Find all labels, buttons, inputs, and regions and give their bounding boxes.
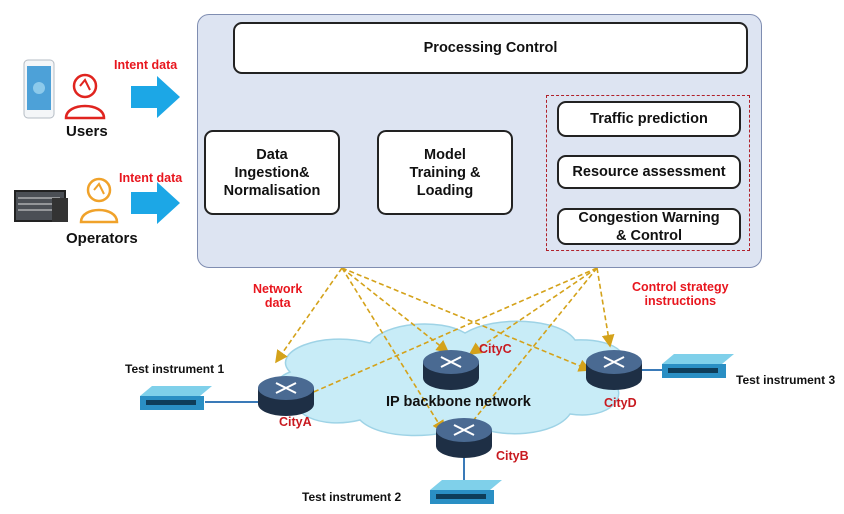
ip-backbone-label: IP backbone network [386, 394, 531, 410]
model-training-box: Model Training & Loading [377, 130, 513, 215]
control-strategy-label: Control strategy instructions [632, 280, 729, 308]
intent-data-operators: Intent data [119, 171, 183, 185]
router-icon [586, 350, 642, 390]
city-a-label: CityA [279, 415, 312, 429]
router-icon [258, 376, 314, 416]
data-ingestion-line-3: Normalisation [223, 182, 321, 199]
model-training-line-1: Model [424, 146, 466, 163]
network-data-line-2: data [264, 296, 291, 310]
city-c-label: CityC [479, 342, 512, 356]
test-instrument-icon [662, 354, 734, 378]
processing-control-box: Processing Control [233, 22, 748, 74]
intent-data-users: Intent data [114, 58, 178, 72]
traffic-prediction-box: Traffic prediction [557, 101, 741, 137]
control-strategy-line-2: instructions [644, 294, 717, 308]
traffic-prediction-label: Traffic prediction [590, 111, 708, 127]
test-instrument-icon [140, 386, 212, 410]
test-instrument-3-label: Test instrument 3 [736, 373, 836, 387]
smartphone-icon [23, 59, 55, 119]
prediction-group-border [546, 95, 750, 251]
test-instrument-icon [430, 480, 502, 504]
network-data-line-1: Network [253, 282, 303, 296]
city-d-label: CityD [604, 396, 637, 410]
processing-control-label: Processing Control [423, 40, 558, 56]
model-training-line-2: Training & [409, 164, 481, 181]
test-instrument-2-label: Test instrument 2 [302, 490, 402, 504]
router-icon [436, 418, 492, 458]
control-strategy-line-1: Control strategy [632, 280, 729, 294]
monitor-icon [14, 190, 68, 222]
users-label: Users [66, 123, 108, 140]
congestion-warning-line-2: & Control [615, 227, 683, 244]
data-ingestion-line-1: Data [256, 146, 288, 163]
data-ingestion-box: Data Ingestion& Normalisation [204, 130, 340, 215]
city-b-label: CityB [496, 449, 529, 463]
network-data-label: Network data [253, 282, 302, 310]
router-icon [423, 350, 479, 390]
user-icon [64, 73, 106, 120]
operator-icon [79, 177, 119, 224]
resource-assessment-label: Resource assessment [572, 164, 726, 180]
dashed-links [275, 267, 615, 434]
model-training-line-3: Loading [416, 182, 474, 199]
resource-assessment-box: Resource assessment [557, 155, 741, 189]
data-ingestion-line-2: Ingestion& [234, 164, 310, 181]
test-instrument-1-label: Test instrument 1 [125, 362, 225, 376]
operators-label: Operators [66, 230, 138, 247]
arrow-operators [131, 182, 180, 224]
congestion-warning-box: Congestion Warning & Control [557, 208, 741, 245]
congestion-warning-line-1: Congestion Warning [578, 209, 720, 226]
arrow-users [131, 76, 180, 118]
